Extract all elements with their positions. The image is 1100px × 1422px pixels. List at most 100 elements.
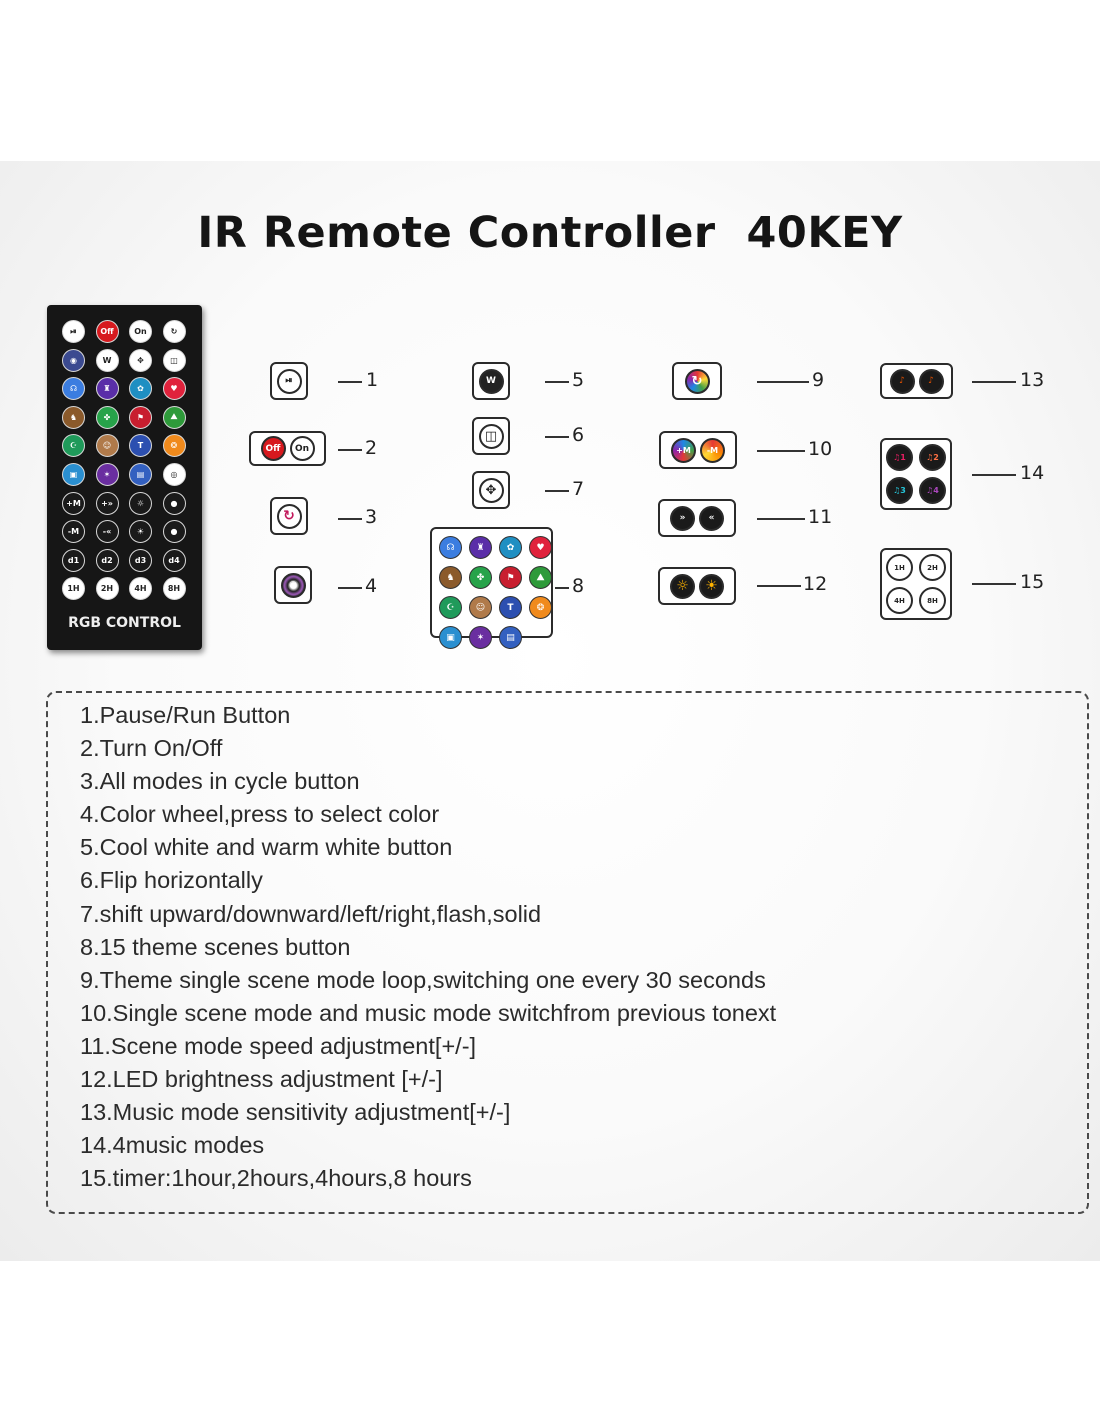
theme-scene-icon: ⛰	[529, 566, 552, 589]
callout-line-13	[972, 381, 1016, 383]
speed-up-icon: »	[670, 505, 695, 531]
remote-key[interactable]: ♞	[62, 405, 85, 429]
callout-line-14	[972, 474, 1016, 476]
callout-line-15	[972, 583, 1016, 585]
callout-number-9: 9	[812, 369, 825, 391]
remote-key[interactable]: ●	[162, 520, 186, 544]
callout-line-11	[757, 518, 805, 520]
remote-key[interactable]: +»	[95, 491, 119, 515]
remote-key[interactable]: ◫	[162, 348, 186, 372]
remote-key[interactable]: -M	[62, 520, 85, 544]
remote-key[interactable]: ✶	[95, 463, 119, 486]
remote-key[interactable]: ☀	[129, 520, 152, 544]
music-mode-2-icon: ♫2	[919, 444, 946, 471]
remote-key[interactable]: ◉	[62, 348, 85, 372]
speed-down-icon: «	[699, 505, 724, 531]
remote-key[interactable]: -«	[95, 520, 119, 544]
description-item: 14.4music modes	[80, 1132, 265, 1159]
play-pause-icon: ⏯	[276, 368, 302, 394]
music-mode-1-icon: ♫1	[886, 444, 913, 471]
remote-key[interactable]: 2H	[95, 577, 119, 601]
description-item: 8.15 theme scenes button	[80, 933, 351, 960]
callout-line-4	[338, 587, 362, 589]
music-mode-3-icon: ♫3	[886, 477, 913, 504]
description-item: 11.Scene mode speed adjustment[+/-]	[80, 1032, 477, 1059]
description-item: 1.Pause/Run Button	[80, 702, 291, 728]
key-theme-scenes: ☊♜✿♥♞✤⚑⛰☪☺T❂▣✶▤	[430, 527, 553, 649]
remote-key[interactable]: ✤	[95, 405, 119, 429]
remote-key[interactable]: 4H	[129, 577, 152, 601]
key-on-off: Off On	[249, 431, 326, 466]
remote-key[interactable]: ⚑	[129, 405, 152, 429]
description-item: 3.All modes in cycle button	[80, 768, 360, 795]
brightness-down-icon: ☀	[699, 573, 724, 599]
remote-key[interactable]: Off	[95, 320, 119, 343]
remote-key[interactable]: d4	[162, 548, 186, 572]
callout-line-7	[545, 490, 569, 492]
remote-key[interactable]: ↻	[162, 320, 186, 343]
timer-2h-icon: 2H	[919, 554, 946, 581]
callout-line-1	[338, 381, 362, 383]
remote-key[interactable]: 8H	[162, 577, 186, 601]
key-pause-run: ⏯	[270, 362, 308, 400]
remote-key[interactable]: ▤	[129, 463, 152, 486]
remote-key[interactable]: d2	[95, 548, 119, 572]
remote-key[interactable]: d1	[62, 548, 85, 572]
key-brightness: ☼ ☀	[658, 567, 736, 605]
brightness-up-icon: ☼	[670, 573, 695, 599]
remote-key[interactable]: ▣	[62, 463, 85, 486]
remote-key[interactable]: ☼	[129, 491, 152, 515]
music-mode-4-icon: ♫4	[919, 477, 946, 504]
white-icon: W	[478, 368, 504, 394]
remote-key[interactable]: ◎	[162, 463, 186, 486]
callout-number-4: 4	[365, 575, 378, 597]
callout-number-3: 3	[365, 506, 378, 528]
callout-number-8: 8	[572, 575, 585, 597]
key-white: W	[472, 362, 510, 400]
remote-key[interactable]: ❂	[162, 434, 186, 458]
remote-key[interactable]: d3	[129, 548, 152, 572]
callout-line-9	[757, 381, 809, 383]
remote-key[interactable]: ♜	[95, 377, 119, 401]
callout-number-2: 2	[365, 437, 378, 459]
remote-key[interactable]: +M	[62, 491, 85, 515]
remote-key[interactable]: 1H	[62, 577, 85, 601]
cycle-icon: ↻	[276, 503, 302, 529]
key-sensitivity: ♪ ♪	[880, 363, 953, 399]
sensitivity-down-icon: ♪	[918, 368, 944, 394]
timer-1h-icon: 1H	[886, 554, 913, 581]
callout-line-10	[757, 450, 805, 452]
remote-key[interactable]: W	[95, 348, 119, 372]
mode-next-icon: +M	[671, 437, 696, 463]
theme-scene-icon: ☊	[439, 536, 462, 559]
theme-scene-icon: ⚑	[499, 566, 522, 589]
remote-key[interactable]: ✥	[129, 348, 152, 372]
mode-prev-icon: -M	[700, 437, 725, 463]
key-cycle-modes: ↻	[270, 497, 308, 535]
remote-key[interactable]: On	[129, 320, 152, 343]
key-speed: » «	[658, 499, 736, 537]
callout-number-11: 11	[808, 506, 833, 528]
remote-key[interactable]: ⏯	[62, 320, 85, 343]
remote-key[interactable]: ♥	[162, 377, 186, 401]
key-theme-loop: ↻	[672, 362, 722, 400]
off-button-icon: Off	[260, 436, 286, 461]
key-color-wheel: ◉	[274, 566, 312, 604]
remote-key[interactable]: ☪	[62, 434, 85, 458]
callout-number-15: 15	[1020, 571, 1045, 593]
remote-key[interactable]: ☺	[95, 434, 119, 458]
description-item: 13.Music mode sensitivity adjustment[+/-…	[80, 1099, 511, 1126]
on-button-icon: On	[289, 436, 315, 461]
description-item: 4.Color wheel,press to select color	[80, 801, 440, 828]
remote-key[interactable]: T	[129, 434, 152, 458]
description-item: 7.shift upward/downward/left/right,flash…	[80, 900, 542, 927]
remote-key[interactable]: ⛰	[162, 405, 186, 429]
theme-scene-icon: ☺	[469, 596, 492, 619]
callout-number-5: 5	[572, 369, 585, 391]
remote-key[interactable]: ●	[162, 491, 186, 515]
remote-key[interactable]: ☊	[62, 377, 85, 401]
callout-number-13: 13	[1020, 369, 1045, 391]
remote-key[interactable]: ✿	[129, 377, 152, 401]
key-timer: 1H 2H 4H 8H	[880, 548, 952, 620]
